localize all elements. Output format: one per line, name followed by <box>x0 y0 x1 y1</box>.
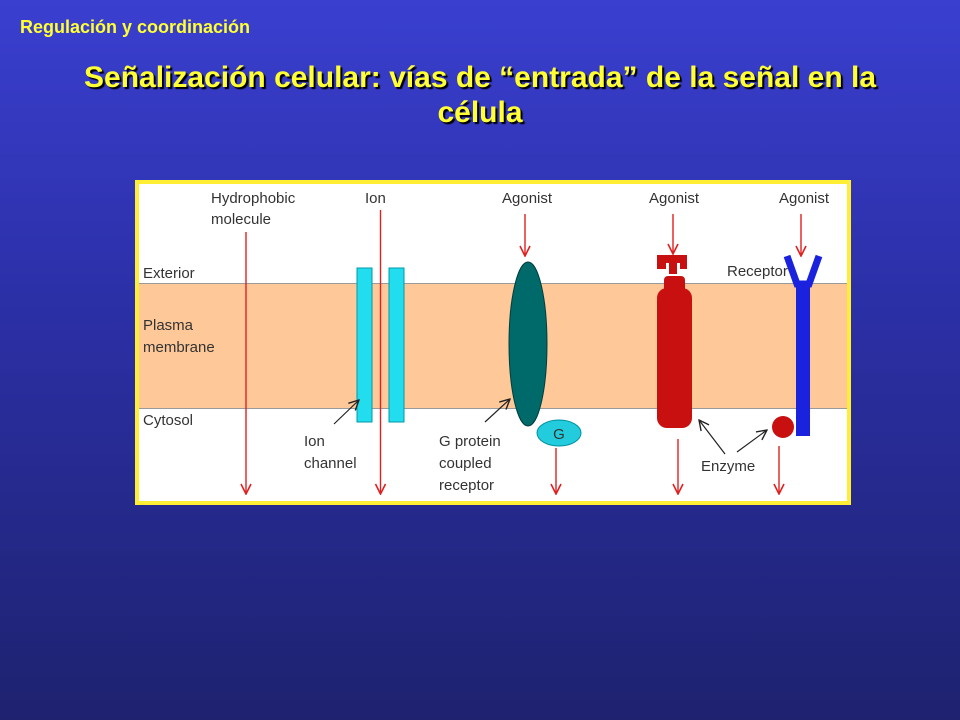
receptor-label: Receptor <box>727 263 788 280</box>
ion-channel-right <box>388 267 405 423</box>
ion-channel-left <box>356 267 373 423</box>
enzyme-receptor-cap <box>664 276 685 294</box>
ion-channel-pointer <box>333 400 359 425</box>
enzyme-label: Enzyme <box>701 458 755 475</box>
agonist-label-receptor: Agonist <box>779 190 830 207</box>
hydrophobic-label: Hydrophobic <box>211 190 296 207</box>
gpcr-label-3: receptor <box>439 477 494 494</box>
enzyme-pointer-right <box>736 430 767 453</box>
membrane-label: membrane <box>143 339 215 356</box>
receptor-enzyme <box>772 416 794 438</box>
slide-title-line-2: célula <box>437 96 523 130</box>
slide-title: Señalización celular: vías de “entrada” … <box>40 60 920 131</box>
ion-label: Ion <box>365 190 386 207</box>
gpcr-pointer <box>484 399 510 423</box>
ion-channel-label-1: Ion <box>304 433 325 450</box>
exterior-label: Exterior <box>143 265 195 282</box>
agonist-label-enzyme: Agonist <box>649 190 700 207</box>
signal-pathways-diagram: Exterior Plasma membrane Cytosol Hydroph… <box>139 190 847 501</box>
enzyme-pointer-left <box>699 420 726 455</box>
molecule-label: molecule <box>211 211 271 228</box>
g-protein-label: G <box>553 426 565 443</box>
plasma-label: Plasma <box>143 317 194 334</box>
plasma-membrane-band <box>139 284 847 408</box>
diagram-frame: Exterior Plasma membrane Cytosol Hydroph… <box>135 180 851 505</box>
ion-channel-label-2: channel <box>304 455 357 472</box>
enzyme-receptor-head <box>657 255 687 274</box>
slide-title-line-1: Señalización celular: vías de “entrada” … <box>84 61 876 94</box>
receptor-v-shape <box>783 254 823 288</box>
gpcr-label-1: G protein <box>439 433 501 450</box>
enzyme-receptor-body <box>657 288 692 428</box>
receptor-stalk <box>796 282 810 436</box>
agonist-label-gpcr: Agonist <box>502 190 553 207</box>
g-protein <box>536 419 582 447</box>
gpcr-label-2: coupled <box>439 455 492 472</box>
gpcr-protein <box>508 261 548 427</box>
section-label: Regulación y coordinación <box>20 17 251 37</box>
cytosol-label: Cytosol <box>143 412 193 429</box>
